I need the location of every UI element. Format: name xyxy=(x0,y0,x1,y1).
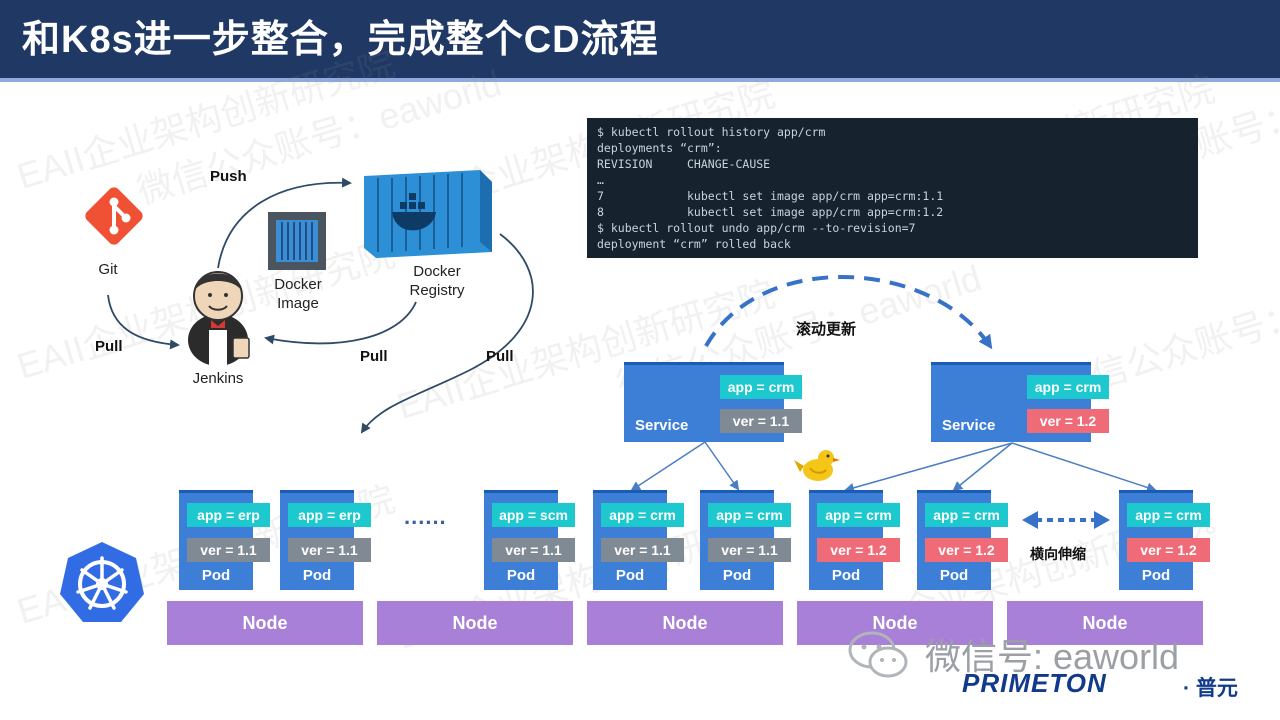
pod-label: Pod xyxy=(722,567,752,584)
terminal-panel: $ kubectl rollout history app/crm deploy… xyxy=(587,118,1198,258)
service-label: Service xyxy=(635,417,689,434)
service-app-tag: app = crm xyxy=(1027,375,1109,399)
pod-box: app = erp ver = 1.1 Pod xyxy=(179,490,270,590)
pod-label: Pod xyxy=(506,567,536,584)
node-bar: Node xyxy=(1007,601,1203,645)
pull-label: Pull xyxy=(486,348,514,365)
node-bar: Node xyxy=(797,601,993,645)
git-icon xyxy=(85,187,143,245)
pod-app-tag: app = crm xyxy=(708,503,791,527)
pod-version-tag: ver = 1.2 xyxy=(1127,538,1210,562)
pull-label: Pull xyxy=(360,348,388,365)
docker-registry-icon xyxy=(364,170,492,258)
header-underline xyxy=(0,78,1280,82)
pod-box: app = crm ver = 1.2 Pod xyxy=(1119,490,1210,590)
git-pull-arrow xyxy=(107,294,180,350)
brand-logo: PRIMETON xyxy=(962,668,1107,698)
docker-image-label-line: Docker xyxy=(274,276,322,293)
slide-title: 和K8s进一步整合，完成整个CD流程 xyxy=(22,19,659,61)
pod-app-tag: app = crm xyxy=(1127,503,1210,527)
service-version-tag: ver = 1.2 xyxy=(1027,409,1109,433)
service-box: app = crm ver = 1.2 Service xyxy=(931,362,1109,442)
pod-app-tag: app = erp xyxy=(288,503,371,527)
pod-box: app = crm ver = 1.2 Pod xyxy=(917,490,1008,590)
terminal-line: deployments “crm”: xyxy=(597,141,722,155)
rolling-update-label: 滚动更新 xyxy=(796,321,857,338)
service-version-tag: ver = 1.1 xyxy=(720,409,802,433)
canary-bird-icon xyxy=(794,450,840,481)
service-label: Service xyxy=(942,417,996,434)
pod-label: Pod xyxy=(302,567,332,584)
docker-image-icon xyxy=(268,212,326,270)
kubernetes-icon xyxy=(60,542,144,622)
push-arrow xyxy=(217,177,352,269)
pod-version-tag: ver = 1.1 xyxy=(708,538,791,562)
jenkins-label: Jenkins xyxy=(192,370,244,387)
pod-box: app = crm ver = 1.2 Pod xyxy=(809,490,900,590)
pod-version-tag: ver = 1.2 xyxy=(817,538,900,562)
pod-label: Pod xyxy=(615,567,645,584)
terminal-line: $ kubectl rollout history app/crm xyxy=(597,125,826,139)
docker-registry-label-line: Registry xyxy=(409,282,465,299)
pod-box: app = crm ver = 1.1 Pod xyxy=(593,490,684,590)
deploy-pull-arrow xyxy=(360,233,534,434)
scale-arrow-head-left xyxy=(1022,511,1038,529)
pod-app-tag: app = erp xyxy=(187,503,270,527)
jenkins-icon xyxy=(188,271,250,366)
service-link xyxy=(630,441,706,492)
service-link xyxy=(952,442,1013,492)
terminal-line: REVISION CHANGE-CAUSE xyxy=(597,157,771,171)
docker-registry-label: Docker Registry xyxy=(396,262,478,300)
pod-label: Pod xyxy=(939,567,969,584)
registry-pull-arrow xyxy=(264,301,417,345)
pod-box: app = erp ver = 1.1 Pod xyxy=(280,490,371,590)
wechat-id-text: 微信号: eaworld xyxy=(925,636,1180,677)
terminal-line: 7 kubectl set image app/crm app=crm:1.1 xyxy=(597,189,944,203)
pod-box: app = scm ver = 1.1 Pod xyxy=(484,490,575,590)
pod-app-tag: app = crm xyxy=(925,503,1008,527)
node-bar: Node xyxy=(167,601,363,645)
wechat-icon xyxy=(848,631,908,678)
pod-app-tag: app = crm xyxy=(601,503,684,527)
terminal-line: 8 kubectl set image app/crm app=crm:1.2 xyxy=(597,205,944,219)
rolling-update-arrow xyxy=(704,275,993,350)
service-app-tag: app = crm xyxy=(720,375,802,399)
pod-version-tag: ver = 1.1 xyxy=(601,538,684,562)
service-link xyxy=(704,441,740,491)
node-bar: Node xyxy=(587,601,783,645)
pod-version-tag: ver = 1.2 xyxy=(925,538,1008,562)
pod-version-tag: ver = 1.1 xyxy=(187,538,270,562)
pod-label: Pod xyxy=(831,567,861,584)
pod-version-tag: ver = 1.1 xyxy=(288,538,371,562)
node-bar: Node xyxy=(377,601,573,645)
terminal-line: $ kubectl rollout undo app/crm --to-revi… xyxy=(597,221,916,235)
terminal-line: deployment “crm” rolled back xyxy=(597,237,791,251)
pull-label: Pull xyxy=(95,338,123,355)
pod-app-tag: app = scm xyxy=(492,503,575,527)
service-link xyxy=(1011,442,1157,493)
pod-label: Pod xyxy=(1141,567,1171,584)
brand-logo-cn: · 普元 xyxy=(1183,677,1238,700)
push-label: Push xyxy=(210,168,247,185)
docker-image-label: Docker Image xyxy=(258,275,338,313)
terminal-line: … xyxy=(597,173,604,187)
pod-app-tag: app = crm xyxy=(817,503,900,527)
horizontal-scale-label: 横向伸缩 xyxy=(1030,546,1086,562)
slide-header xyxy=(0,0,1280,78)
docker-registry-label-line: Docker xyxy=(413,263,461,280)
service-box: app = crm ver = 1.1 Service xyxy=(624,362,802,442)
docker-image-label-line: Image xyxy=(277,295,319,312)
service-link xyxy=(844,442,1013,493)
scale-arrow-head-right xyxy=(1094,511,1110,529)
pod-label: Pod xyxy=(201,567,231,584)
pod-version-tag: ver = 1.1 xyxy=(492,538,575,562)
git-label: Git xyxy=(98,261,118,278)
pod-box: app = crm ver = 1.1 Pod xyxy=(700,490,791,590)
more-pods-ellipsis: ...... xyxy=(404,504,447,529)
